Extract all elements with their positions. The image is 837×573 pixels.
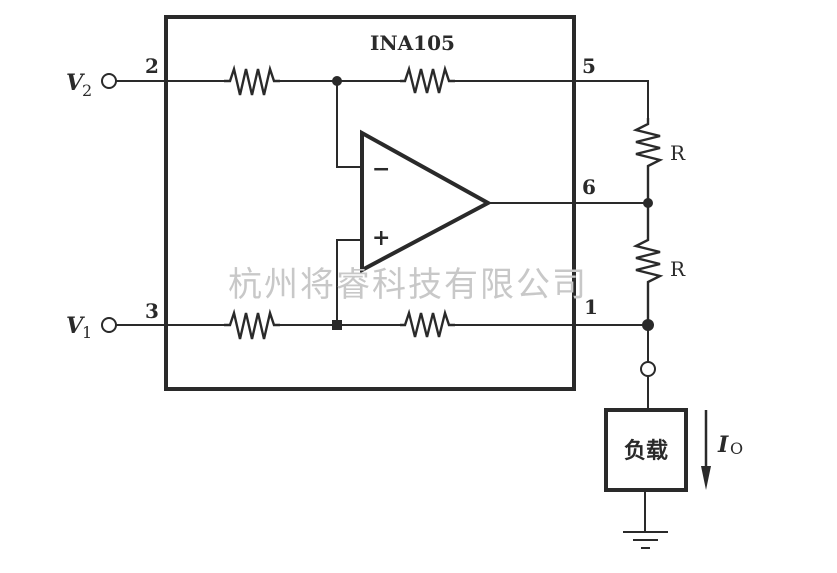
- resistor-external-lower: [632, 203, 664, 325]
- chip-name-label: INA105: [370, 31, 455, 55]
- r-lower-label: R: [670, 257, 686, 281]
- wire-noninverting-input: [336, 239, 362, 325]
- resistor-feedback: [400, 64, 455, 94]
- opamp-triangle: [360, 129, 493, 274]
- pin-3-label: 3: [145, 299, 159, 323]
- pin-2-label: 2: [145, 54, 159, 78]
- resistor-v2-input: [224, 64, 280, 96]
- opamp-noninverting-sign: +: [372, 225, 390, 251]
- wire-inverting-input: [336, 81, 362, 168]
- input-v1: V 1 3: [66, 299, 159, 342]
- v2-label: V: [66, 70, 85, 96]
- current-label: I: [717, 432, 729, 458]
- current-subscript: O: [730, 439, 743, 458]
- v2-terminal: [101, 73, 117, 89]
- current-arrow-icon: [701, 410, 711, 490]
- v1-subscript: 1: [82, 323, 92, 342]
- r-upper-label: R: [670, 141, 686, 165]
- pin-1-label: 1: [584, 295, 598, 319]
- v2-subscript: 2: [82, 81, 92, 100]
- input-v2: V 2 2: [66, 54, 159, 100]
- watermark-text: 杭州将睿科技有限公司: [228, 265, 588, 305]
- opamp-inverting-sign: −: [372, 156, 390, 182]
- node-bottom: [332, 320, 342, 330]
- pin-5-label: 5: [582, 54, 596, 78]
- load-box: [604, 408, 688, 492]
- load-label: 负载: [624, 438, 668, 464]
- output-terminal: [640, 361, 656, 377]
- resistor-external-upper: [632, 118, 664, 203]
- resistor-reference: [400, 308, 455, 338]
- v1-terminal: [101, 317, 117, 333]
- wire-to-pin5: [455, 80, 649, 118]
- resistor-v1-input: [224, 308, 280, 340]
- v1-label: V: [66, 313, 85, 339]
- ground-icon: [623, 531, 668, 549]
- pin-6-label: 6: [582, 175, 596, 199]
